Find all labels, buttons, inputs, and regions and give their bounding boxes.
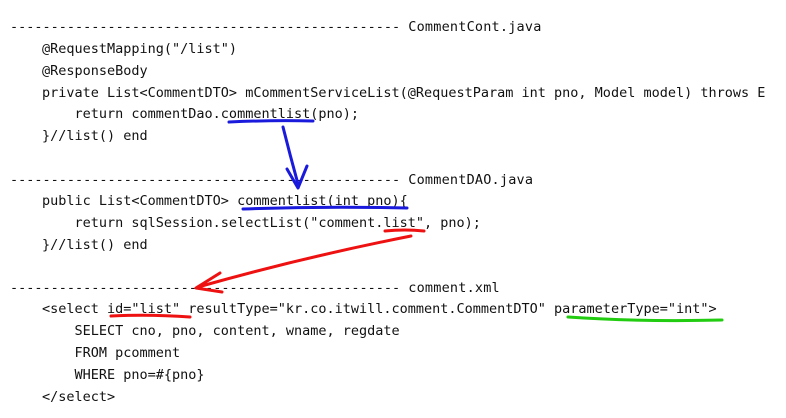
- code-line: WHERE pno=#{pno}: [42, 367, 205, 383]
- separator-commentdao: ----------------------------------------…: [10, 172, 786, 188]
- green-underline-parametertype: [566, 315, 724, 323]
- file-label-commentcont: CommentCont.java: [408, 19, 542, 35]
- code-line: @RequestMapping("/list"): [42, 41, 238, 57]
- code-line: @ResponseBody: [42, 63, 148, 79]
- code-line: SELECT cno, pno, content, wname, regdate: [42, 323, 400, 339]
- code-line: private List<CommentDTO> mCommentService…: [42, 85, 766, 101]
- code-line: }//list() end: [42, 237, 148, 253]
- code-line: }//list() end: [42, 128, 148, 144]
- separator-commentcont: ----------------------------------------…: [10, 19, 786, 35]
- code-line: </select>: [42, 389, 116, 405]
- code-line: return sqlSession.selectList("comment.li…: [42, 215, 481, 231]
- code-line: public List<CommentDTO> commentlist(int …: [42, 193, 408, 209]
- code-line: FROM pcomment: [42, 345, 181, 361]
- separator-dashes: ----------------------------------------…: [10, 172, 401, 188]
- file-label-commentdao: CommentDAO.java: [408, 172, 534, 188]
- separator-dashes: ----------------------------------------…: [10, 280, 401, 296]
- separator-dashes: ----------------------------------------…: [10, 19, 401, 35]
- separator-commentxml: ----------------------------------------…: [10, 280, 786, 296]
- file-label-commentxml: comment.xml: [408, 280, 500, 296]
- code-line: <select id="list" resultType="kr.co.itwi…: [42, 301, 717, 317]
- code-line: return commentDao.commentlist(pno);: [42, 106, 359, 122]
